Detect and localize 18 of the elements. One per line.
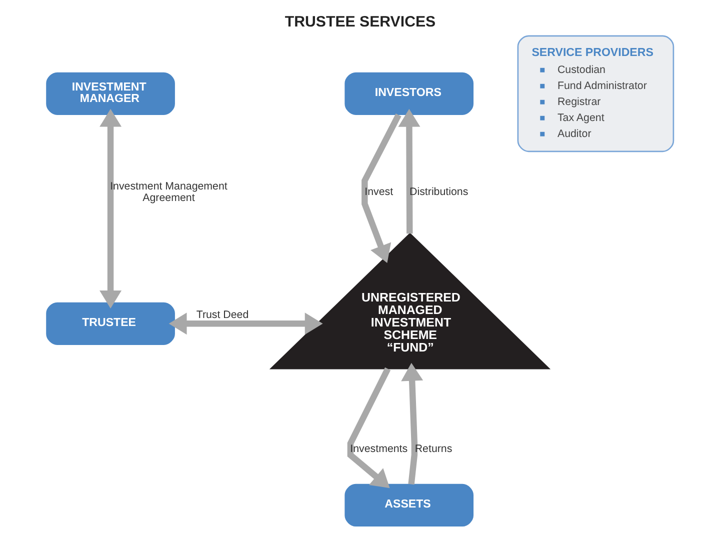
edge-label: Returns [414,442,452,455]
arrow [401,362,424,485]
arrow [168,312,323,335]
edge-label: Invest [364,186,394,198]
node-box: SERVICE PROVIDERS Custodian Fund Administrator Registrar Tax Agent Auditor [517,35,674,152]
node-box: TRUSTEE [46,302,175,345]
arrow [362,114,402,263]
diagram-title: TRUSTEE SERVICES [284,14,436,31]
edge-label: Distributions [410,186,468,198]
edge-label: Investments [350,442,408,455]
node-box: ASSETS [344,484,474,527]
arrow [347,367,391,488]
edge-label: Trust Deed [196,308,249,321]
edge-label: Investment Management Agreement [110,180,228,204]
arrow [398,108,420,234]
node-box: INVESTMENT MANAGER [46,72,175,115]
arrow [100,108,122,308]
node-box: INVESTORS [344,72,474,115]
